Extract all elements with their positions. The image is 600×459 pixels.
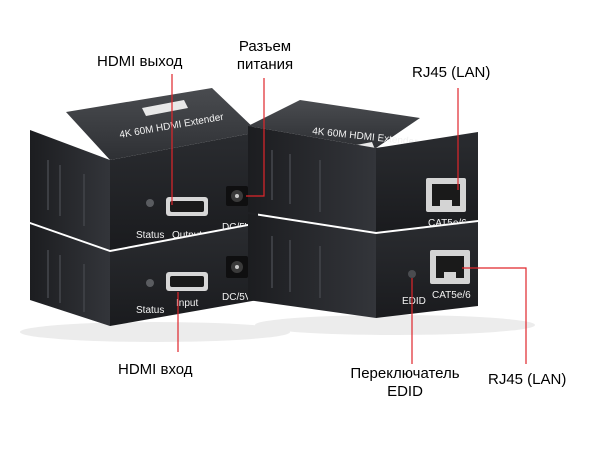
right-reflection (255, 315, 535, 335)
callout-hdmi-output: HDMI выход (97, 53, 183, 70)
left-bottom-port-label: Input (176, 298, 198, 309)
callout-edid-switch: Переключатель EDID (340, 365, 470, 401)
left-top-unit-face (110, 132, 258, 250)
status-led-bottom-icon (146, 279, 154, 287)
callout-line-power (246, 78, 265, 197)
edid-switch-icon (408, 270, 416, 278)
callout-edid-switch-line1: Переключатель (350, 365, 460, 382)
right-bottom-unit-face (376, 222, 478, 318)
right-bottom-port-label: CAT5e/6 (432, 290, 471, 301)
callout-power-connector: Разъем питания (226, 38, 304, 74)
right-bottom-edid-label: EDID (402, 296, 426, 307)
left-bottom-status-label: Status (136, 305, 164, 316)
left-top-port-label: Output (172, 230, 202, 241)
left-bottom-power-label: DC/5V (222, 292, 252, 303)
callout-line-rj45-bottom (462, 267, 527, 364)
left-bottom-unit-side (30, 224, 110, 326)
left-top-unit-lid (66, 88, 258, 160)
left-device: 4K 60M HDMI Extender Receiver Status Out… (30, 88, 258, 326)
callout-edid-switch-line2: EDID (387, 383, 423, 400)
callout-rj45-bottom: RJ45 (LAN) (488, 371, 567, 388)
right-top-unit-lid (248, 100, 420, 148)
callout-rj45-top: RJ45 (LAN) (412, 64, 491, 81)
callout-hdmi-input: HDMI вход (118, 361, 193, 378)
right-device: 4K 60M HDMI Extender CAT5e/6 (248, 100, 478, 318)
callout-power-connector-line2: питания (236, 56, 294, 73)
left-top-power-label: DC/5V (222, 222, 252, 233)
left-top-unit-side (30, 130, 110, 250)
left-top-status-label: Status (136, 230, 164, 241)
status-led-icon (146, 199, 154, 207)
right-top-port-label: CAT5e/6 (428, 218, 467, 229)
callout-power-connector-line1: Разъем (238, 38, 292, 55)
callout-lines (171, 74, 527, 364)
right-bottom-unit-side (248, 214, 376, 318)
right-top-unit-side (248, 126, 376, 232)
hdmi-logo-icon (142, 100, 188, 116)
left-reflection (20, 322, 290, 342)
